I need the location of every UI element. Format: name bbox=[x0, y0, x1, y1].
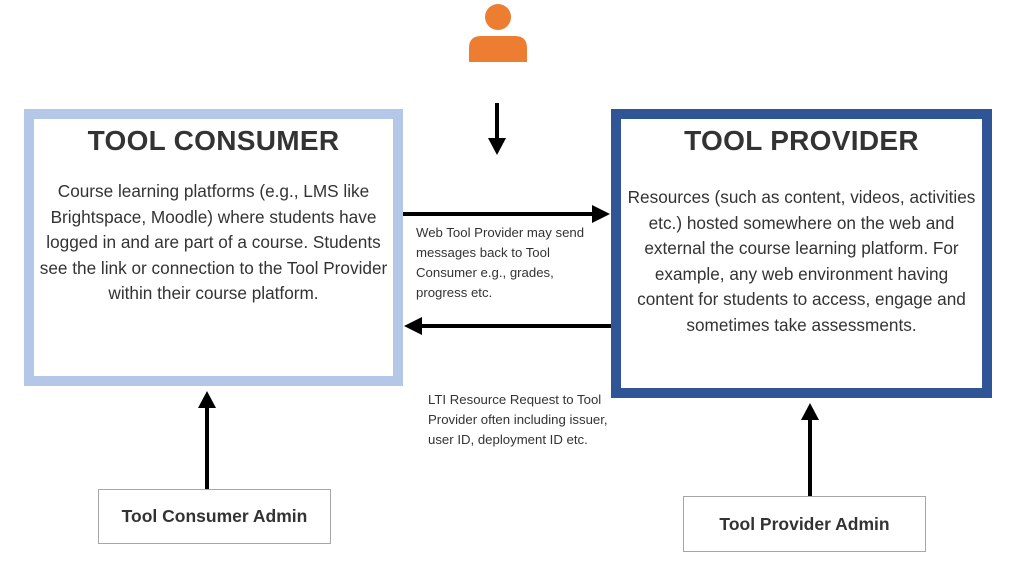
tool-consumer-description: Course learning platforms (e.g., LMS lik… bbox=[39, 181, 388, 303]
consumer-to-provider-note: LTI Resource Request to Tool Provider of… bbox=[428, 392, 608, 447]
tool-provider-admin-box: Tool Provider Admin bbox=[683, 496, 926, 552]
tool-consumer-title: TOOL CONSUMER bbox=[87, 125, 340, 156]
arrow-consumer-admin-up bbox=[198, 391, 216, 489]
tool-provider-box: TOOL PROVIDER Resources (such as content… bbox=[611, 109, 992, 398]
tool-provider-description: Resources (such as content, videos, acti… bbox=[627, 187, 976, 335]
arrow-provider-to-consumer bbox=[404, 317, 611, 335]
tool-consumer-admin-box: Tool Consumer Admin bbox=[98, 489, 331, 544]
arrow-provider-admin-up bbox=[801, 403, 819, 496]
arrow-consumer-to-provider bbox=[403, 205, 610, 223]
person-icon bbox=[469, 4, 527, 62]
provider-to-consumer-note: Web Tool Provider may send messages back… bbox=[416, 225, 585, 300]
tool-consumer-box: TOOL CONSUMER Course learning platforms … bbox=[24, 109, 403, 386]
arrow-user-to-diagram bbox=[488, 103, 506, 155]
tool-provider-title: TOOL PROVIDER bbox=[684, 125, 919, 156]
